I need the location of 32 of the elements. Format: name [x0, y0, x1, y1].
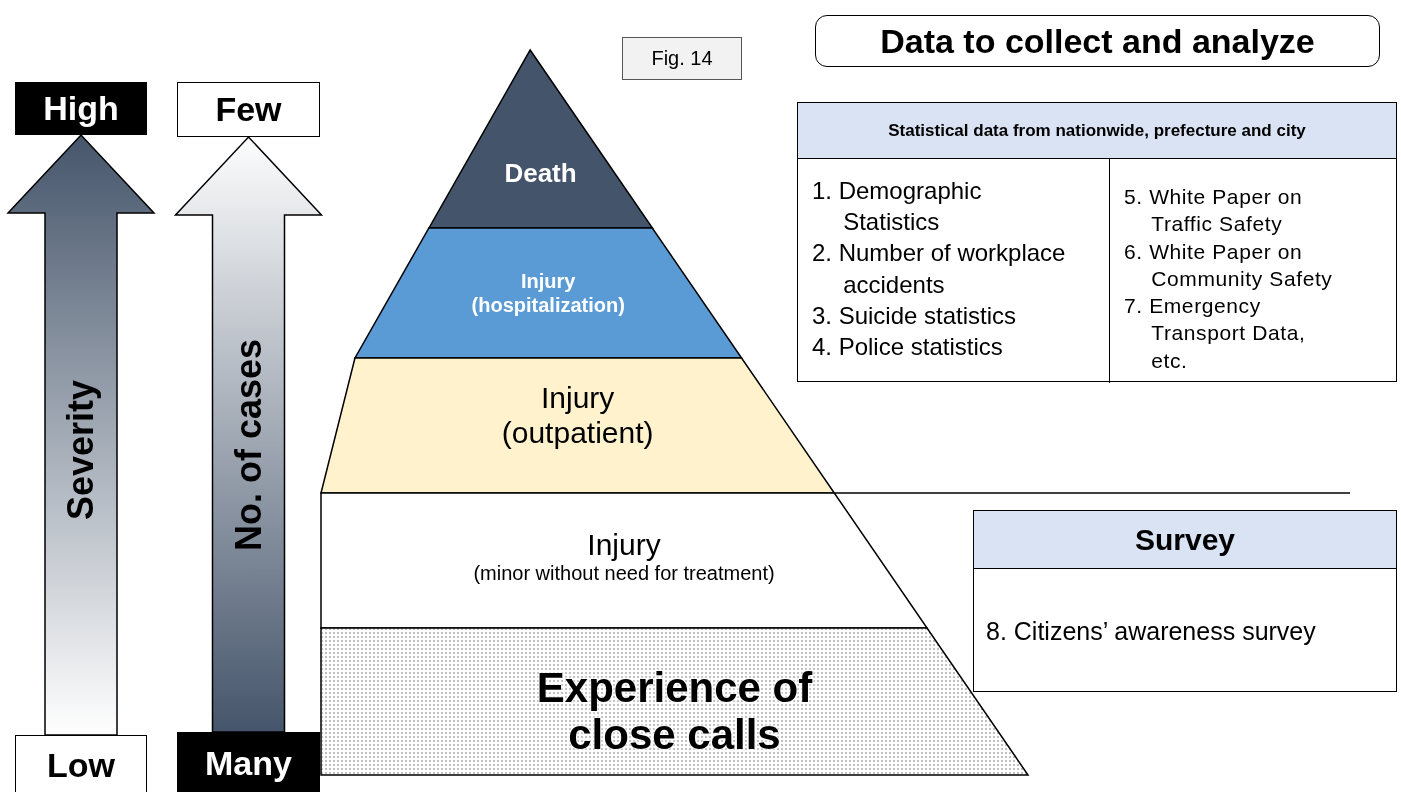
title-box: Data to collect and analyze	[815, 15, 1380, 67]
pyramid-layer	[428, 50, 653, 228]
edge-label: No. of cases	[227, 338, 270, 552]
data-table	[797, 102, 1397, 382]
block-arrow	[173, 135, 324, 733]
layer-label: Injury (hospitalization)	[470, 270, 626, 318]
scale-label: Few	[177, 82, 320, 137]
pyramid-layer	[321, 493, 927, 628]
layer-label: Injury (outpatient)	[500, 380, 655, 451]
layer-label: Injury	[586, 527, 662, 563]
edge-label: Severity	[60, 379, 102, 521]
list-item: 4. Police statistics	[812, 331, 1004, 362]
table-header: Survey	[1134, 522, 1236, 557]
list-item: 5. White Paper on Traffic Safety	[1124, 184, 1304, 238]
block-arrow	[6, 133, 156, 736]
layer-label: Experience of close calls	[535, 664, 814, 759]
table-header: Statistical data from nationwide, prefecture and city	[888, 120, 1306, 141]
list-item: 1. Demographic Statistics	[812, 176, 983, 238]
list-item: 3. Suicide statistics	[812, 300, 1018, 331]
list-item: 6. White Paper on Community Safety	[1124, 238, 1334, 292]
pyramid-layer	[321, 358, 835, 493]
list-item: 8. Citizens’ awareness survey	[986, 616, 1317, 647]
layer-note: (minor without need for treatment)	[472, 562, 776, 586]
list-item: 2. Number of workplace accidents	[812, 238, 1067, 300]
pyramid-layer	[354, 228, 742, 358]
scale-label: High	[15, 82, 147, 135]
layer-label: Death	[503, 158, 578, 189]
list-item: 7. Emergency Transport Data, etc.	[1124, 293, 1307, 374]
scale-label: Many	[177, 732, 320, 792]
survey-table	[973, 510, 1397, 692]
scale-label: Low	[15, 735, 147, 792]
figure-number: Fig. 14	[622, 37, 742, 80]
